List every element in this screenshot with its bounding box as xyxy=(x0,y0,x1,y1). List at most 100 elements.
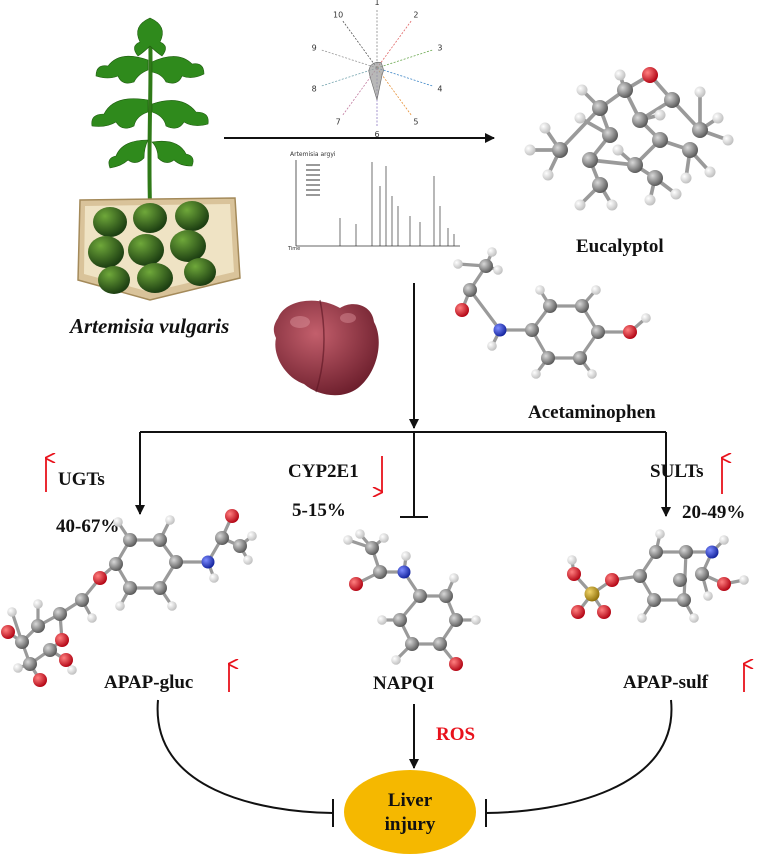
radar-area xyxy=(368,61,384,100)
spectrum-title: Artemisia argyi xyxy=(290,151,336,158)
atom-h xyxy=(689,613,699,623)
atom-h xyxy=(355,529,365,539)
atom-c xyxy=(109,557,123,571)
atom-h xyxy=(391,655,401,665)
atom-h xyxy=(703,591,713,601)
atom-c xyxy=(617,82,633,98)
napqi-3d-model xyxy=(343,529,481,671)
radar-axis xyxy=(376,67,433,87)
atom-c xyxy=(233,539,247,553)
liver-injury-line2: injury xyxy=(385,814,436,835)
napqi-label: NAPQI xyxy=(373,673,434,694)
radar-axis xyxy=(376,49,433,69)
radar-axis-label: 2 xyxy=(413,11,418,20)
atom-c xyxy=(673,573,687,587)
cyp2e1-label: CYP2E1 xyxy=(288,461,359,482)
atom-h xyxy=(680,172,692,184)
atom-o xyxy=(55,633,69,647)
atom-h xyxy=(113,517,123,527)
atom-c xyxy=(169,555,183,569)
atom-o xyxy=(59,653,73,667)
atom-h xyxy=(13,663,23,673)
atom-c xyxy=(463,283,477,297)
atom-c xyxy=(652,132,668,148)
atom-h xyxy=(487,247,497,257)
rice-cake-balls xyxy=(88,201,216,294)
atom-h xyxy=(87,613,97,623)
sults-label: SULTs xyxy=(650,461,704,482)
atom-o xyxy=(33,673,47,687)
atom-h xyxy=(694,86,706,98)
liver-injury-ellipse xyxy=(344,770,476,854)
bond xyxy=(468,288,502,332)
atom-h xyxy=(722,134,734,146)
radar-axis-label: 9 xyxy=(312,44,317,53)
atom-c xyxy=(439,589,453,603)
acetaminophen-label: Acetaminophen xyxy=(528,402,656,423)
atom-h xyxy=(471,615,481,625)
atom-c xyxy=(153,581,167,595)
atom-o xyxy=(567,567,581,581)
atom-h xyxy=(247,531,257,541)
eucalyptol-label: Eucalyptol xyxy=(576,236,664,257)
radar-axis xyxy=(376,20,412,69)
apap-gluc-3d-model xyxy=(1,509,257,687)
atom-c xyxy=(31,619,45,633)
atom-h xyxy=(535,285,545,295)
atom-o xyxy=(717,577,731,591)
atom-h xyxy=(567,555,577,565)
atom-h xyxy=(401,551,411,561)
atom-h xyxy=(641,313,651,323)
eucalyptol-3d-model xyxy=(524,67,734,211)
atom-h xyxy=(167,601,177,611)
atom-h xyxy=(614,69,626,81)
atom-c xyxy=(75,593,89,607)
atom-c xyxy=(552,142,568,158)
atom-o xyxy=(642,67,658,83)
bond xyxy=(558,106,602,152)
atom-c xyxy=(479,259,493,273)
atom-h xyxy=(539,122,551,134)
atom-s xyxy=(584,586,600,602)
atom-h xyxy=(453,259,463,269)
atom-h xyxy=(487,341,497,351)
atom-c xyxy=(682,142,698,158)
atom-h xyxy=(493,265,503,275)
radar-axis xyxy=(321,67,378,87)
atom-h xyxy=(576,84,588,96)
atom-c xyxy=(15,635,29,649)
ugts-label: UGTs xyxy=(58,469,105,490)
atom-h xyxy=(7,607,17,617)
atom-h xyxy=(67,665,77,675)
atom-h xyxy=(165,515,175,525)
atom-c xyxy=(153,533,167,547)
radar-axis xyxy=(342,20,378,69)
atom-c xyxy=(23,657,37,671)
ros-label: ROS xyxy=(436,724,475,745)
atom-h xyxy=(612,144,624,156)
atom-h xyxy=(655,529,665,539)
atom-c xyxy=(627,157,643,173)
atom-c xyxy=(433,637,447,651)
apap-sulf-label: APAP-sulf xyxy=(623,672,709,693)
radar-axis-label: 4 xyxy=(437,84,442,93)
atom-h xyxy=(704,166,716,178)
atom-h xyxy=(712,112,724,124)
atom-n xyxy=(493,323,507,337)
atom-c xyxy=(543,299,557,313)
radar-axis xyxy=(376,67,412,116)
sults-percentage: 20-49% xyxy=(682,502,745,523)
atom-c xyxy=(123,533,137,547)
atom-o xyxy=(455,303,469,317)
apap-sulf-3d-model xyxy=(567,529,749,623)
atom-c xyxy=(541,351,555,365)
atom-o xyxy=(571,605,585,619)
atom-o xyxy=(605,573,619,587)
gluc-inhibition-curve xyxy=(156,699,334,814)
atom-o xyxy=(93,571,107,585)
atom-c xyxy=(365,541,379,555)
atom-h xyxy=(637,613,647,623)
plant-name-label: Artemisia vulgaris xyxy=(68,314,229,338)
